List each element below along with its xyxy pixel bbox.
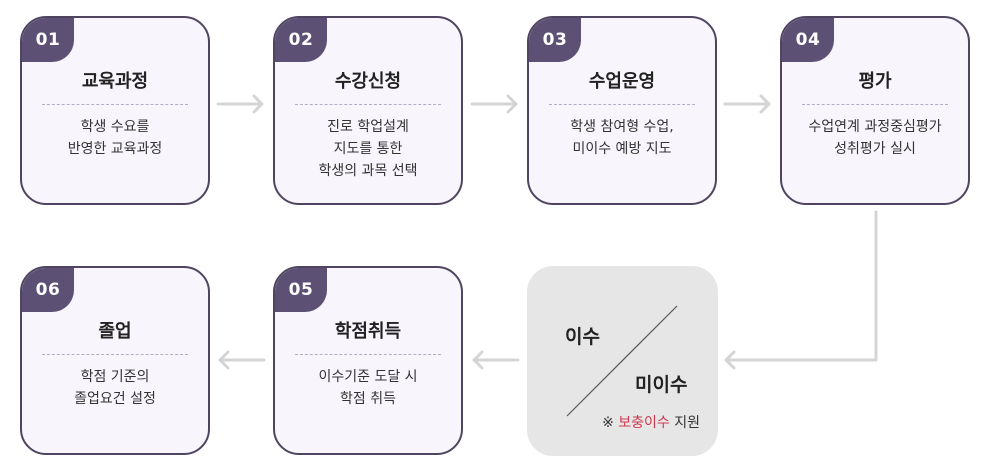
step-description: 진로 학업설계 지도를 통한 학생의 과목 선택 bbox=[318, 119, 418, 179]
step-description: 학생 수요를 반영한 교육과정 bbox=[67, 119, 163, 157]
arrow-03-04 bbox=[723, 94, 771, 114]
arrow-01-02 bbox=[216, 94, 264, 114]
step-divider bbox=[42, 104, 188, 105]
step-card-02: 02 수강신청 진로 학업설계 지도를 통한 학생의 과목 선택 bbox=[273, 16, 463, 205]
step-divider bbox=[549, 104, 695, 105]
step-description: 이수기준 도달 시 학점 취득 bbox=[318, 369, 418, 407]
step-card-04: 04 평가 수업연계 과정중심평가 성취평가 실시 bbox=[780, 16, 970, 205]
step-badge: 06 bbox=[22, 268, 74, 312]
step-title: 학점취득 bbox=[334, 321, 402, 342]
step-badge: 01 bbox=[22, 18, 74, 62]
arrow-05-06 bbox=[218, 350, 266, 370]
step-title: 평가 bbox=[858, 71, 892, 92]
completion-branch-card: 이수 미이수 ※ 보충이수 지원 bbox=[527, 266, 718, 456]
step-card-06: 06 졸업 학점 기준의 졸업요건 설정 bbox=[20, 266, 210, 455]
arrow-04-branch bbox=[724, 210, 878, 370]
split-diagonal-line bbox=[566, 305, 678, 417]
step-card-05: 05 학점취득 이수기준 도달 시 학점 취득 bbox=[273, 266, 463, 455]
step-description: 학생 참여형 수업, 미이수 예방 지도 bbox=[570, 119, 674, 157]
step-title: 졸업 bbox=[98, 321, 132, 342]
step-divider bbox=[295, 354, 441, 355]
completed-label: 이수 bbox=[565, 326, 600, 348]
step-title: 교육과정 bbox=[81, 71, 149, 92]
step-divider bbox=[295, 104, 441, 105]
note-highlight: 보충이수 bbox=[618, 415, 670, 431]
step-badge: 05 bbox=[275, 268, 327, 312]
step-card-03: 03 수업운영 학생 참여형 수업, 미이수 예방 지도 bbox=[527, 16, 717, 205]
step-divider bbox=[42, 354, 188, 355]
arrow-branch-05 bbox=[472, 350, 520, 370]
supplementary-note: ※ 보충이수 지원 bbox=[602, 412, 700, 432]
step-badge: 03 bbox=[529, 18, 581, 62]
not-completed-label: 미이수 bbox=[635, 374, 688, 396]
step-badge: 04 bbox=[782, 18, 834, 62]
step-description: 수업연계 과정중심평가 성취평가 실시 bbox=[808, 119, 942, 157]
note-suffix: 지원 bbox=[669, 415, 700, 431]
note-prefix: ※ bbox=[602, 415, 619, 431]
step-divider bbox=[802, 104, 948, 105]
step-title: 수업운영 bbox=[588, 71, 656, 92]
step-title: 수강신청 bbox=[334, 71, 402, 92]
step-description: 학점 기준의 졸업요건 설정 bbox=[74, 369, 156, 407]
step-card-01: 01 교육과정 학생 수요를 반영한 교육과정 bbox=[20, 16, 210, 205]
step-badge: 02 bbox=[275, 18, 327, 62]
arrow-02-03 bbox=[470, 94, 518, 114]
